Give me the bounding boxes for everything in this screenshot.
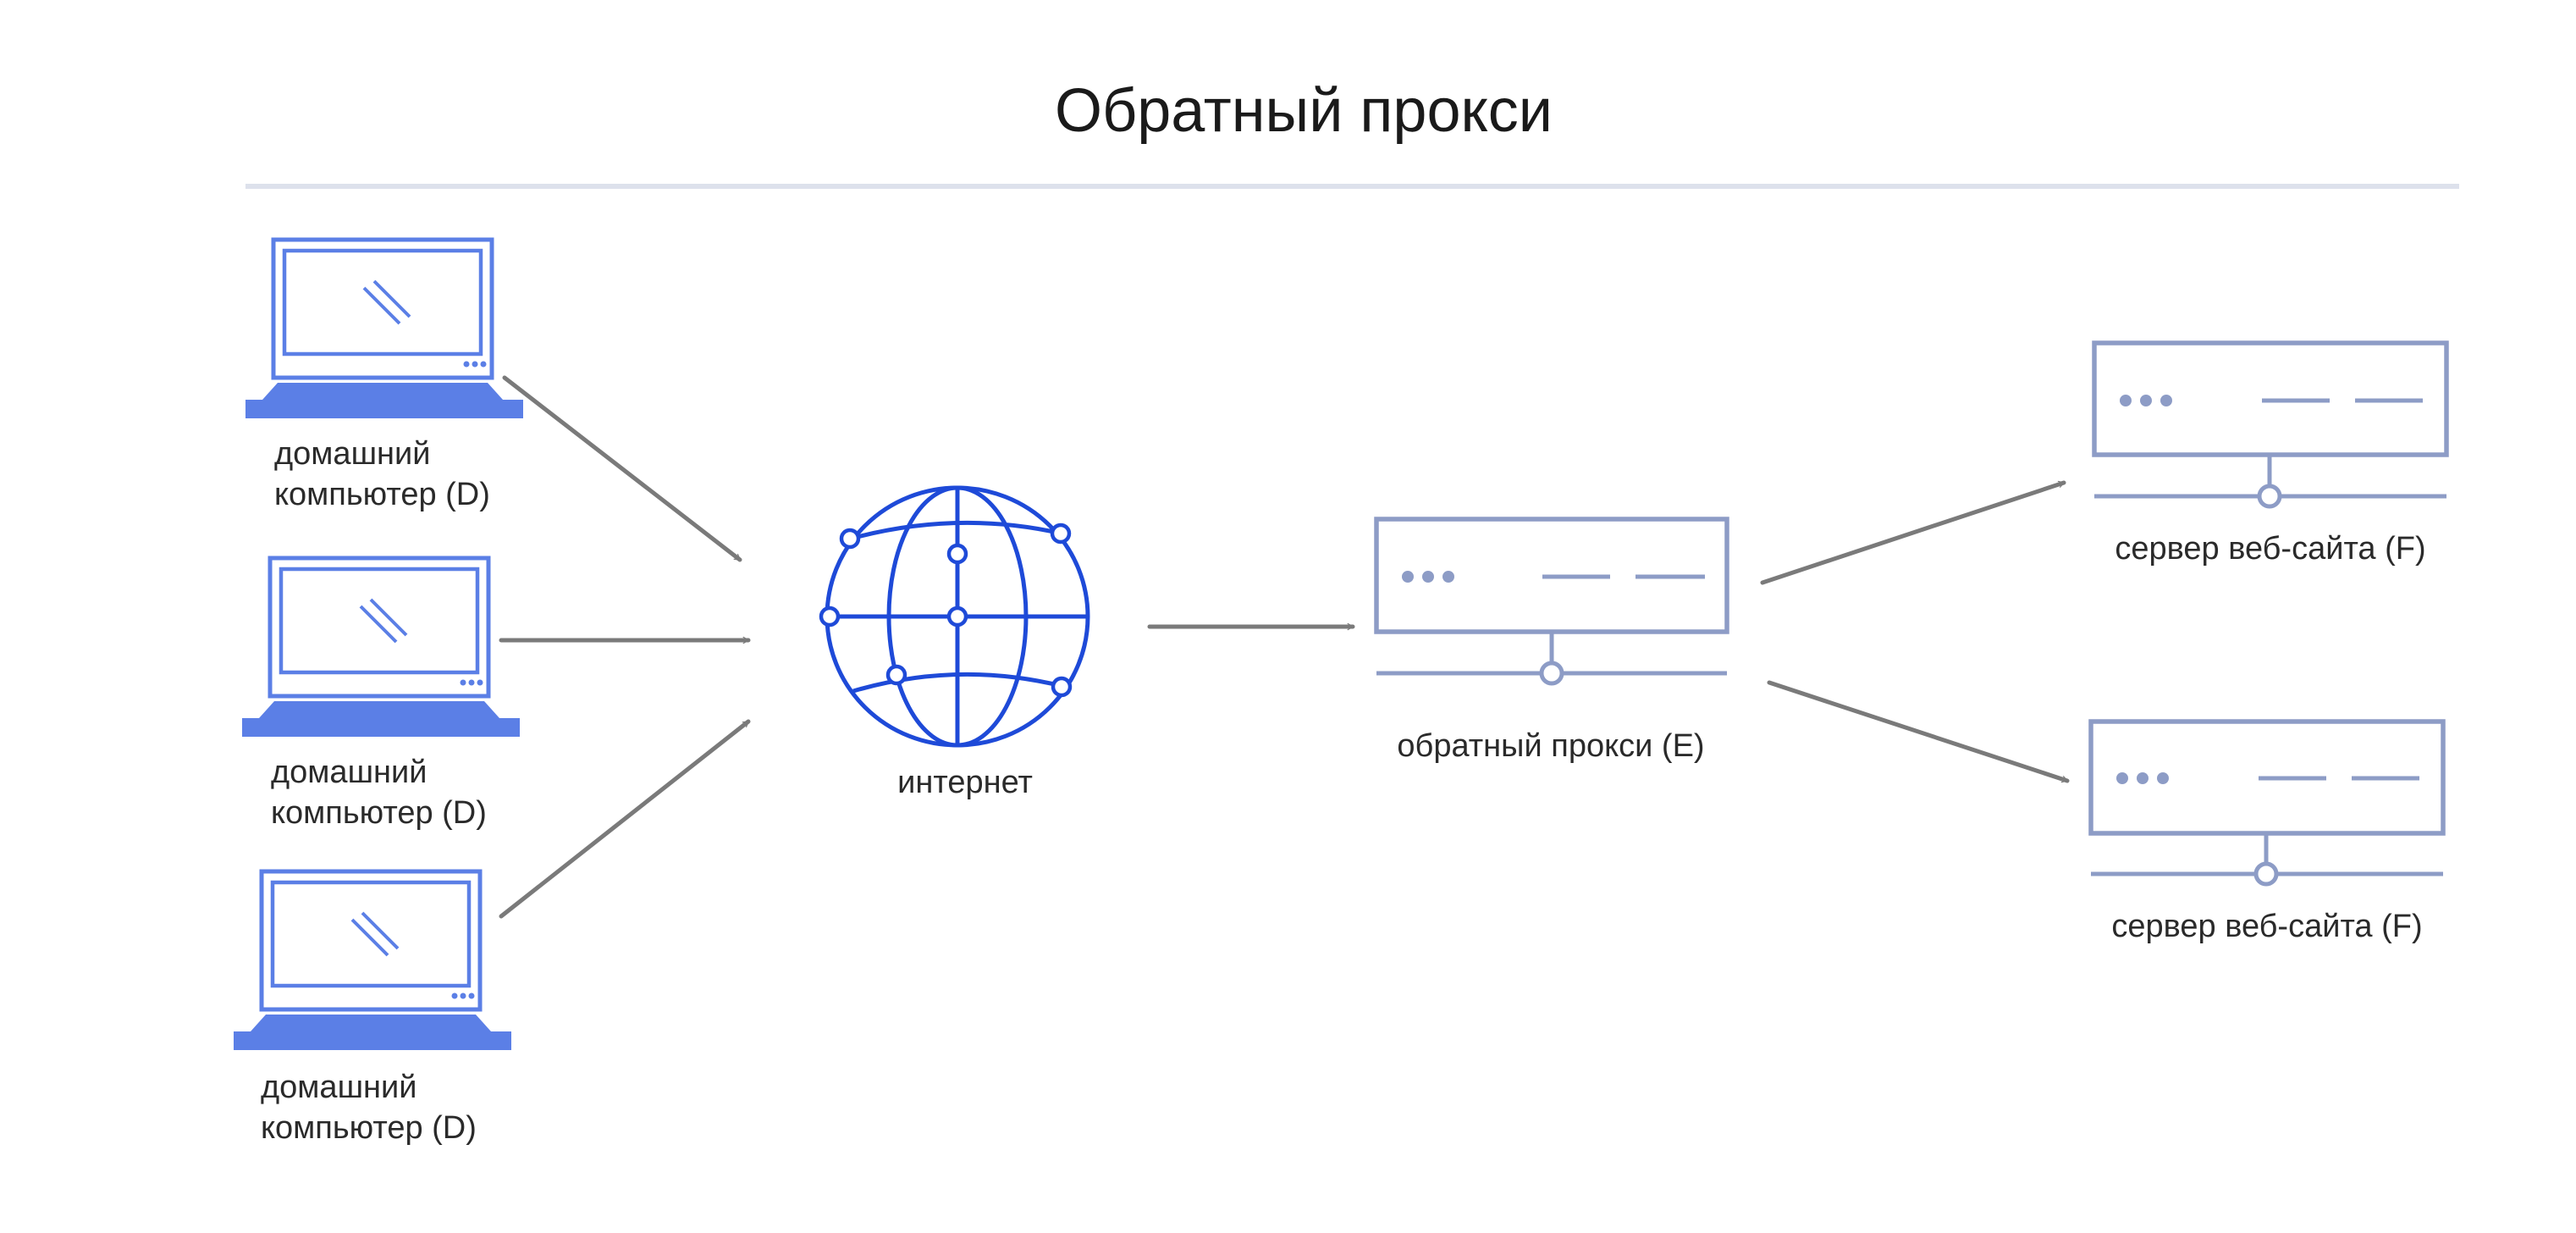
diagram-title: Обратный прокси [1055, 77, 1553, 145]
computer-label-line1: домашний [271, 755, 427, 790]
computer-label-line2: компьютер (D) [271, 795, 487, 831]
web-server-label: сервер веб-сайта (F) [2115, 531, 2425, 567]
laptop-icon [245, 237, 523, 418]
server-icon [2092, 340, 2449, 509]
proxy-label: обратный прокси (E) [1397, 728, 1704, 764]
server-icon [2088, 719, 2446, 887]
computer-label-line2: компьютер (D) [261, 1110, 477, 1146]
server-icon [1374, 517, 1729, 686]
computer-label-line1: домашний [274, 436, 431, 472]
computer-label-line2: компьютер (D) [274, 477, 490, 512]
internet-label: интернет [897, 765, 1033, 800]
globe-icon [819, 485, 1090, 748]
arrow-computer1-to-internet [502, 375, 742, 562]
arrow-computer3-to-internet [499, 719, 751, 919]
arrow-proxy-to-server2 [1767, 680, 2070, 783]
laptop-icon [234, 869, 511, 1050]
web-server-label: сервер веб-сайта (F) [2111, 909, 2422, 944]
arrow-proxy-to-server1 [1760, 480, 2066, 585]
computer-label-line1: домашний [261, 1070, 417, 1105]
laptop-icon [242, 556, 520, 737]
